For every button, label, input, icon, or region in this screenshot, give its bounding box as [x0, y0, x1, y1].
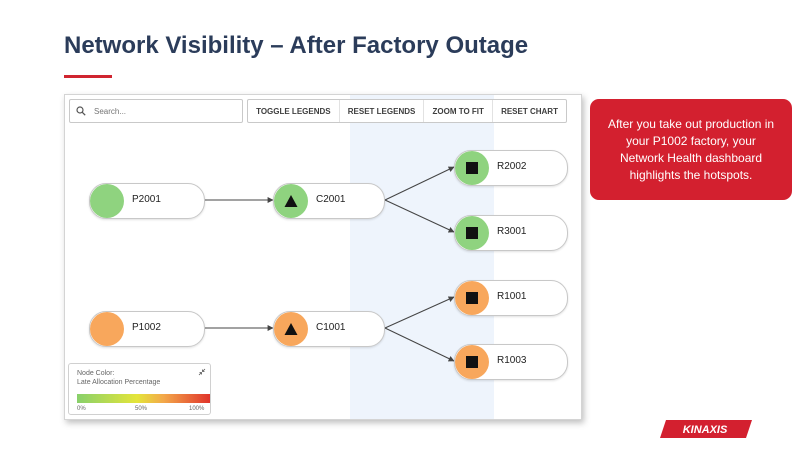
node-label: R1001 — [497, 291, 527, 302]
node-label: P2001 — [132, 194, 161, 205]
node-label: C2001 — [316, 194, 346, 205]
collapse-icon[interactable] — [198, 368, 206, 376]
node-status-circle — [455, 216, 489, 250]
node-r3001[interactable]: R3001 — [454, 215, 568, 251]
legend-gradient-bar — [77, 394, 210, 403]
color-legend: Node Color: Late Allocation Percentage 0… — [68, 363, 211, 415]
node-label: R3001 — [497, 226, 527, 237]
slide-title: Network Visibility – After Factory Outag… — [64, 32, 529, 59]
legend-tick-100: 100% — [189, 406, 205, 412]
node-status-circle — [90, 312, 124, 346]
square-icon — [466, 356, 478, 368]
node-status-circle — [274, 184, 308, 218]
node-label: P1002 — [132, 322, 161, 333]
edge-c2001-r2002 — [384, 166, 455, 201]
network-edges — [205, 166, 455, 362]
square-icon — [466, 162, 478, 174]
node-p2001[interactable]: P2001 — [89, 183, 205, 219]
node-c2001[interactable]: C2001 — [273, 183, 385, 219]
reset-legends-button[interactable]: RESET LEGENDS — [338, 100, 424, 122]
edge-c1001-r1003 — [384, 327, 455, 362]
legend-subtitle: Late Allocation Percentage — [77, 379, 161, 386]
node-r1001[interactable]: R1001 — [454, 280, 568, 316]
node-p1002[interactable]: P1002 — [89, 311, 205, 347]
node-status-circle — [90, 184, 124, 218]
legend-title: Node Color: — [77, 370, 115, 377]
node-status-circle — [455, 281, 489, 315]
node-label: C1001 — [316, 322, 346, 333]
node-status-circle — [455, 151, 489, 185]
chart-toolbar: TOGGLE LEGENDS RESET LEGENDS ZOOM TO FIT… — [247, 99, 567, 123]
callout-box: After you take out production in your P1… — [590, 99, 792, 200]
title-underline — [64, 75, 112, 78]
edge-c1001-r1001 — [384, 296, 455, 329]
callout-text: After you take out production in your P1… — [607, 116, 775, 182]
square-icon — [466, 292, 478, 304]
node-r1003[interactable]: R1003 — [454, 344, 568, 380]
node-c1001[interactable]: C1001 — [273, 311, 385, 347]
node-status-circle — [455, 345, 489, 379]
node-status-circle — [274, 312, 308, 346]
logo-text: KINAXIS — [683, 424, 728, 436]
edge-c2001-r3001 — [384, 199, 455, 233]
search-box[interactable] — [69, 99, 243, 123]
reset-chart-button[interactable]: RESET CHART — [491, 100, 566, 122]
triangle-icon — [284, 323, 298, 335]
node-label: R2002 — [497, 161, 527, 172]
legend-tick-50: 50% — [135, 406, 148, 412]
network-chart-screenshot: TOGGLE LEGENDS RESET LEGENDS ZOOM TO FIT… — [64, 94, 582, 420]
legend-tick-0: 0% — [77, 406, 86, 412]
zoom-to-fit-button[interactable]: ZOOM TO FIT — [423, 100, 492, 122]
kinaxis-logo: KINAXIS — [660, 420, 752, 438]
node-r2002[interactable]: R2002 — [454, 150, 568, 186]
square-icon — [466, 227, 478, 239]
search-input[interactable] — [92, 103, 236, 119]
triangle-icon — [284, 195, 298, 207]
search-icon — [76, 106, 86, 116]
node-label: R1003 — [497, 355, 527, 366]
toggle-legends-button[interactable]: TOGGLE LEGENDS — [256, 106, 331, 116]
